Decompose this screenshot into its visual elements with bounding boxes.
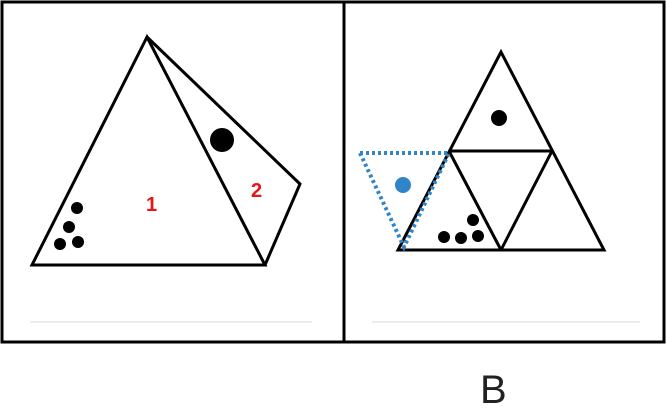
small-dot: [71, 202, 83, 214]
small-dot: [467, 214, 479, 226]
inner-left-edge: [447, 150, 503, 251]
small-dot: [438, 231, 450, 243]
inner-right-edge: [499, 150, 554, 251]
region-2-label: 2: [251, 180, 262, 202]
highlighted-inverted-triangle: [356, 151, 453, 252]
small-dot: [472, 230, 484, 242]
right-panel-frame: [342, 0, 666, 344]
blue-dot: [395, 177, 411, 193]
region-1-triangle: [29, 33, 268, 267]
small-dot: [72, 236, 84, 248]
region-2-outline: [145, 35, 302, 266]
top-dot: [491, 110, 507, 126]
small-dot: [54, 238, 66, 250]
figure-label: B: [480, 368, 507, 412]
left-panel-frame: [0, 0, 346, 344]
small-dot: [455, 232, 467, 244]
large-dot: [210, 128, 234, 152]
region-1-label: 1: [146, 194, 157, 216]
small-dot: [63, 221, 75, 233]
